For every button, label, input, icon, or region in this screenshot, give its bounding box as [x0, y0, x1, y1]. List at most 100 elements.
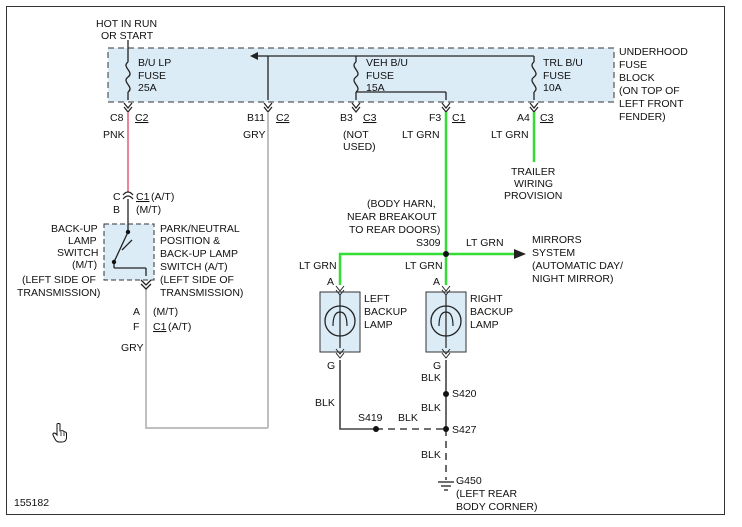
pin-label: A4 — [517, 112, 530, 124]
variant-label: (M/T) — [153, 306, 178, 318]
variant-label: (A/T) — [168, 321, 191, 333]
splice-s309 — [443, 251, 449, 257]
fuse-block-label: (ON TOP OF — [619, 85, 680, 97]
wire-color-label: LT GRN — [299, 260, 337, 272]
mirror-system-label: MIRRORS — [532, 234, 582, 246]
trailer-label: PROVISION — [504, 190, 562, 202]
fuse2-type: FUSE — [366, 70, 394, 82]
switch-icon — [113, 191, 152, 290]
wire-color-label: GRY — [243, 129, 266, 141]
connector-label: C1 — [153, 321, 167, 333]
fuse-block-label: BLOCK — [619, 72, 655, 84]
fuse3-rating: 10A — [543, 82, 562, 94]
hand-cursor-icon — [52, 423, 67, 443]
fuse1-type: FUSE — [138, 70, 166, 82]
splice-s427 — [443, 426, 449, 432]
left-backup-lamp — [319, 285, 361, 359]
wire-color-label: LT GRN — [405, 260, 443, 272]
label-or-start: OR START — [101, 30, 154, 42]
pin-label: G — [327, 360, 335, 372]
splice-label: S427 — [452, 424, 477, 436]
bulb-icon — [324, 305, 356, 337]
label-hot-in-run: HOT IN RUN — [96, 18, 157, 30]
fuse2-rating: 15A — [366, 82, 385, 94]
ground-label: (LEFT REAR — [456, 488, 517, 500]
arrow-right-icon — [514, 249, 526, 259]
arrow-left-icon — [250, 52, 258, 60]
diagram-frame — [6, 6, 725, 515]
splice-label: S309 — [416, 237, 441, 249]
splice-label: S420 — [452, 388, 477, 400]
back-up-switch-label: TRANSMISSION) — [17, 287, 100, 299]
fuse-icon — [531, 61, 537, 100]
body-harn-label: TO REAR DOORS) — [349, 224, 440, 236]
fuse-icon — [125, 48, 131, 100]
pin-label: A — [433, 276, 440, 288]
fuse-block-label: FUSE — [619, 59, 647, 71]
pin-label: B11 — [247, 112, 265, 124]
wire-color-label: BLK — [315, 397, 335, 409]
wire-lt-grn-left — [338, 252, 446, 285]
not-used-label: (NOT — [343, 129, 369, 141]
connector-label: C1 — [136, 191, 150, 203]
pin-label: A — [327, 276, 334, 288]
ground-label: G450 — [456, 475, 482, 487]
mirror-system-label: (AUTOMATIC DAY/ — [532, 260, 623, 272]
right-lamp-label: BACKUP — [470, 306, 513, 318]
pin-label: C8 — [110, 112, 124, 124]
body-harn-label: (BODY HARN, — [367, 198, 436, 210]
left-lamp-label: BACKUP — [364, 306, 407, 318]
park-neutral-switch-label: TRANSMISSION) — [160, 287, 243, 299]
right-backup-lamp — [425, 285, 467, 359]
wire-color-label: GRY — [121, 342, 144, 354]
pin-label: F3 — [429, 112, 441, 124]
connector-label: C2 — [135, 112, 149, 124]
wire-color-label: BLK — [421, 449, 441, 461]
park-neutral-switch-label: BACK-UP LAMP — [160, 248, 238, 260]
park-neutral-switch-label: (LEFT SIDE OF — [160, 274, 234, 286]
back-up-switch-label: LAMP — [68, 235, 97, 247]
mirror-system-label: SYSTEM — [532, 247, 575, 259]
switch-contact — [111, 259, 117, 265]
fuse3-name: TRL B/U — [543, 57, 583, 69]
fuse2-name: VEH B/U — [366, 57, 408, 69]
connector-chevrons — [123, 102, 539, 113]
park-neutral-switch-label: SWITCH (A/T) — [160, 261, 228, 273]
ground-label: BODY CORNER) — [456, 501, 537, 513]
mirror-system-label: NIGHT MIRROR) — [532, 273, 613, 285]
wire-color-label: PNK — [103, 129, 125, 141]
switch-contact — [125, 229, 131, 235]
fuse-block-box — [107, 47, 615, 103]
connector-label: C1 — [452, 112, 466, 124]
right-lamp-label: RIGHT — [470, 293, 503, 305]
trailer-label: TRAILER — [511, 166, 556, 178]
hot-bus — [127, 40, 535, 100]
fuse-block-label: LEFT FRONT — [619, 98, 684, 110]
splice-label: S419 — [358, 412, 383, 424]
not-used-label: USED) — [343, 141, 376, 153]
back-up-switch-label: (M/T) — [72, 259, 97, 271]
pin-label: C — [113, 191, 121, 203]
diagram-id: 155182 — [14, 497, 49, 509]
back-up-switch-label: BACK-UP — [51, 223, 98, 235]
variant-label: (A/T) — [151, 191, 174, 203]
wire-color-label: BLK — [421, 402, 441, 414]
body-harn-label: NEAR BREAKOUT — [347, 211, 437, 223]
wire-color-label: LT GRN — [491, 129, 529, 141]
bulb-icon — [430, 305, 462, 337]
back-up-switch-label: (LEFT SIDE OF — [22, 274, 96, 286]
pin-label: B3 — [340, 112, 353, 124]
fuse3-type: FUSE — [543, 70, 571, 82]
pin-label: A — [133, 306, 140, 318]
pin-label: G — [433, 360, 441, 372]
pin-label: B — [113, 204, 120, 216]
fuse-block-label: FENDER) — [619, 111, 666, 123]
trailer-label: WIRING — [514, 178, 553, 190]
wire-color-label: LT GRN — [466, 237, 504, 249]
variant-label: (M/T) — [136, 204, 161, 216]
fuse-icon — [353, 61, 447, 100]
wire-color-label: LT GRN — [402, 129, 440, 141]
wire-blk-left — [339, 360, 376, 430]
wire-color-label: BLK — [421, 372, 441, 384]
